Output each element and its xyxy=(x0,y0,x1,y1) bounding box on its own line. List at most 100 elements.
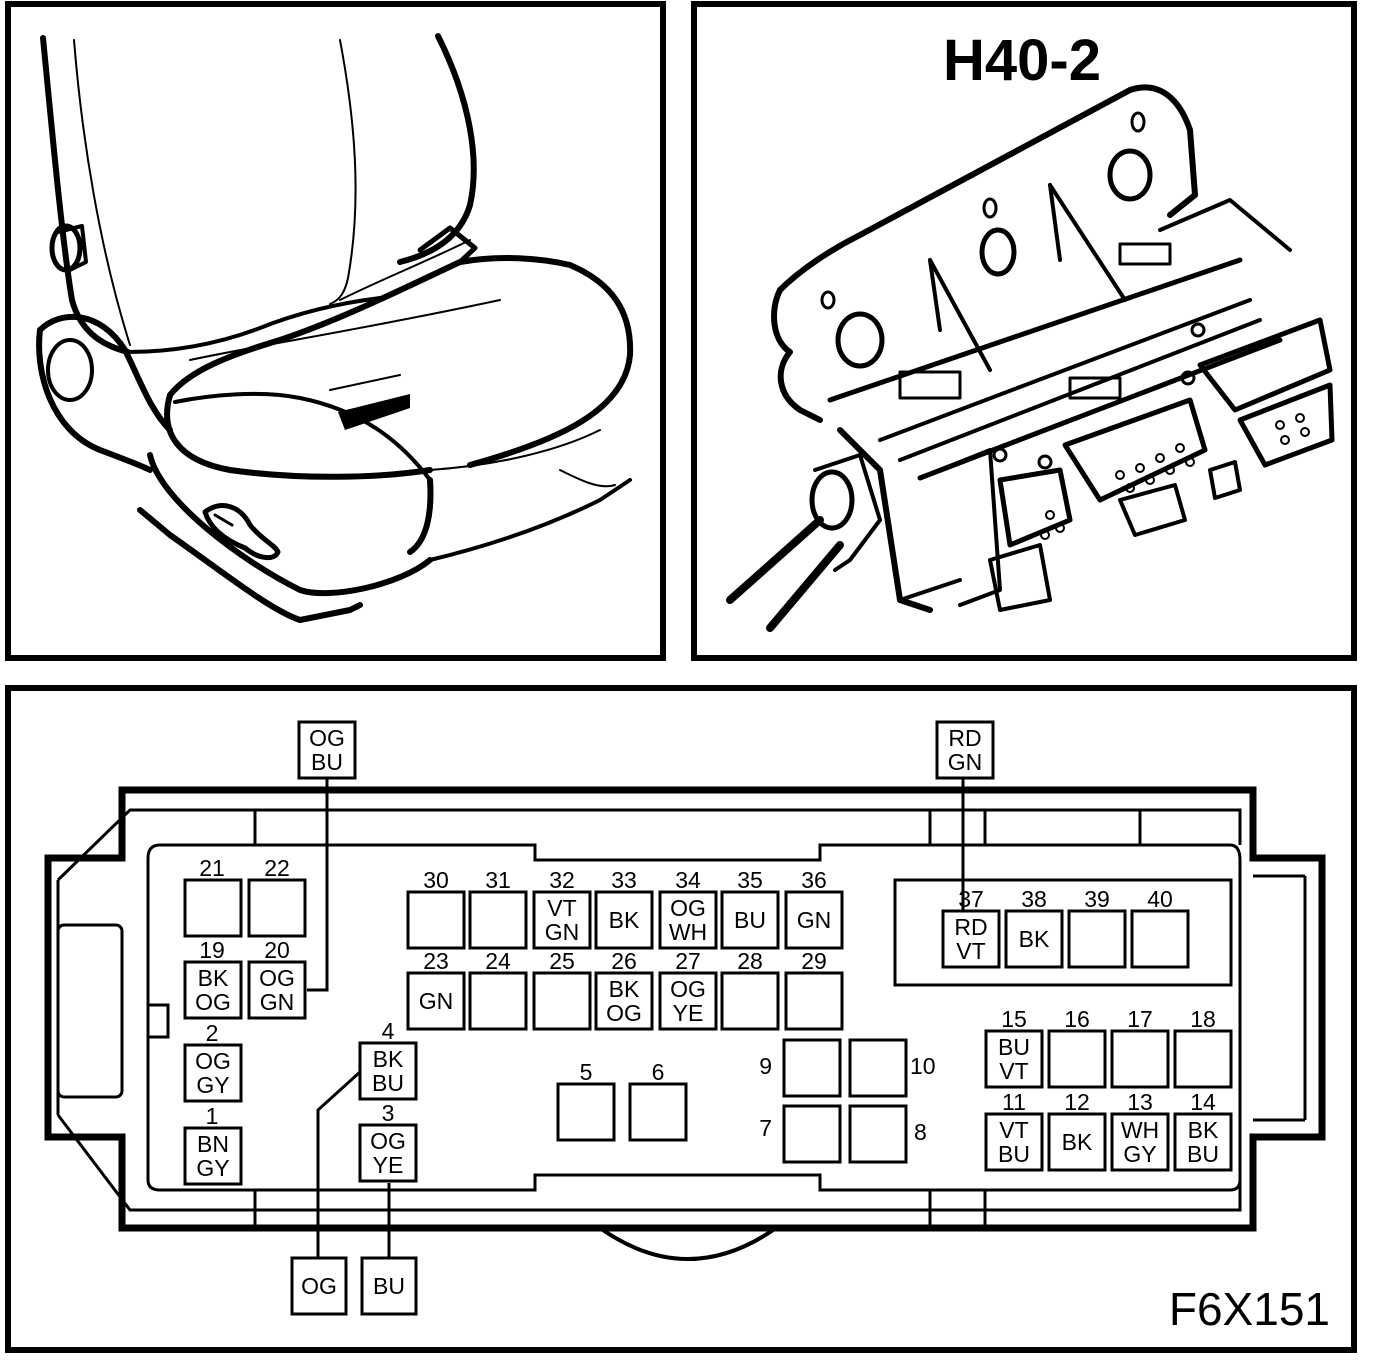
pin-35-number: 35 xyxy=(737,867,763,893)
pin-23-number: 23 xyxy=(423,948,449,974)
seat-illustration xyxy=(36,33,634,623)
pin-29-box xyxy=(784,971,844,1031)
pin-14-number: 14 xyxy=(1190,1089,1216,1115)
pin-18-number: 18 xyxy=(1190,1006,1216,1032)
pin-16-box xyxy=(1047,1029,1107,1089)
pin-21-number: 21 xyxy=(199,855,225,881)
pin-4-wire-color-2: BU xyxy=(372,1070,404,1096)
wire-label-bottom-left: OG xyxy=(290,1256,348,1316)
pin-19-number: 19 xyxy=(199,937,225,963)
pin-13-number: 13 xyxy=(1127,1089,1153,1115)
pin-31-box xyxy=(468,890,528,950)
pin-1-number: 1 xyxy=(206,1103,219,1129)
pin-3-number: 3 xyxy=(382,1100,395,1126)
pin-38-wire-color: BK xyxy=(1019,926,1050,952)
pin-16-number: 16 xyxy=(1064,1006,1090,1032)
pin-35-box xyxy=(720,890,780,950)
pin-19-wire-color-1: BK xyxy=(198,965,229,991)
pin-7-number: 7 xyxy=(759,1115,772,1141)
pin-3-wire-color-2: YE xyxy=(373,1152,404,1178)
pin-19-box xyxy=(183,960,243,1020)
wire-label-bottom-right-wire-color: BU xyxy=(373,1273,405,1299)
pin-24-number: 24 xyxy=(485,948,511,974)
pin-33-box xyxy=(594,890,654,950)
pin-31-number: 31 xyxy=(485,867,511,893)
wire-label-bottom-left-wire-color: OG xyxy=(301,1273,337,1299)
pin-15-box xyxy=(984,1029,1044,1089)
pin-20-number: 20 xyxy=(264,937,290,963)
pin-16: 16 xyxy=(1047,1006,1107,1089)
pin-34-box xyxy=(658,890,718,950)
wire-label-top-right-wire-color-2: GN xyxy=(948,749,983,775)
pin-11-wire-color-2: BU xyxy=(998,1141,1030,1167)
pin-32-wire-color-1: VT xyxy=(547,895,576,921)
pin-20-wire-color-1: OG xyxy=(259,965,295,991)
pin-11-number: 11 xyxy=(1002,1089,1026,1115)
pin-30-box xyxy=(406,890,466,950)
pin-2-wire-color-2: GY xyxy=(196,1072,229,1098)
pin-11-box xyxy=(984,1112,1044,1172)
pin-35-wire-color: BU xyxy=(734,907,766,933)
pin-26-wire-color-1: BK xyxy=(609,976,640,1002)
pin-15-number: 15 xyxy=(1001,1006,1027,1032)
pin-9-box xyxy=(782,1038,842,1098)
wire-label-top-right-box xyxy=(935,720,995,780)
pin-12-box xyxy=(1047,1112,1107,1172)
wire-label-bottom-right-box xyxy=(360,1256,418,1316)
pin-9: 9 xyxy=(759,1038,842,1098)
pin-5: 5 xyxy=(556,1059,616,1142)
pin-30: 30 xyxy=(406,867,466,950)
pin-17-box xyxy=(1110,1029,1170,1089)
pin-10-box xyxy=(848,1038,908,1098)
pin-38-number: 38 xyxy=(1021,886,1047,912)
pin-26-number: 26 xyxy=(611,948,637,974)
pin-39: 39 xyxy=(1067,886,1127,969)
pin-28-box xyxy=(720,971,780,1031)
pin-27-number: 27 xyxy=(675,948,701,974)
pin-6: 6 xyxy=(628,1059,688,1142)
pin-19-wire-color-2: OG xyxy=(195,989,231,1015)
pin-37-number: 37 xyxy=(958,886,984,912)
pin-28-number: 28 xyxy=(737,948,763,974)
pin-40: 40 xyxy=(1130,886,1190,969)
pin-15-wire-color-1: BU xyxy=(998,1034,1030,1060)
pin-4-box xyxy=(358,1041,418,1101)
pin-33-number: 33 xyxy=(611,867,637,893)
pin-24: 24 xyxy=(468,948,528,1031)
pin-13-wire-color-1: WH xyxy=(1121,1117,1159,1143)
pin-12-number: 12 xyxy=(1064,1089,1090,1115)
figure-id: F6X151 xyxy=(1169,1283,1330,1335)
pin-21-box xyxy=(183,878,243,938)
pin-22: 22 xyxy=(247,855,307,938)
pin-22-box xyxy=(247,878,307,938)
pin-29: 29 xyxy=(784,948,844,1031)
pin-2-number: 2 xyxy=(206,1020,219,1046)
pin-8-number: 8 xyxy=(914,1119,927,1145)
pin-5-box xyxy=(556,1082,616,1142)
pin-36-number: 36 xyxy=(801,867,827,893)
pin-40-box xyxy=(1130,909,1190,969)
pin-32-wire-color-2: GN xyxy=(545,919,580,945)
pin-32-box xyxy=(532,890,592,950)
pin-4-wire-color-1: BK xyxy=(373,1046,404,1072)
pin-2-wire-color-1: OG xyxy=(195,1048,231,1074)
pin-35: BU 35 xyxy=(720,867,780,950)
pin-20-wire-color-2: GN xyxy=(260,989,295,1015)
pin-22-number: 22 xyxy=(264,855,290,881)
pin-7-box xyxy=(782,1104,842,1164)
pin-18: 18 xyxy=(1173,1006,1233,1089)
pin-8-box xyxy=(848,1104,908,1164)
pin-10: 10 xyxy=(848,1038,936,1098)
